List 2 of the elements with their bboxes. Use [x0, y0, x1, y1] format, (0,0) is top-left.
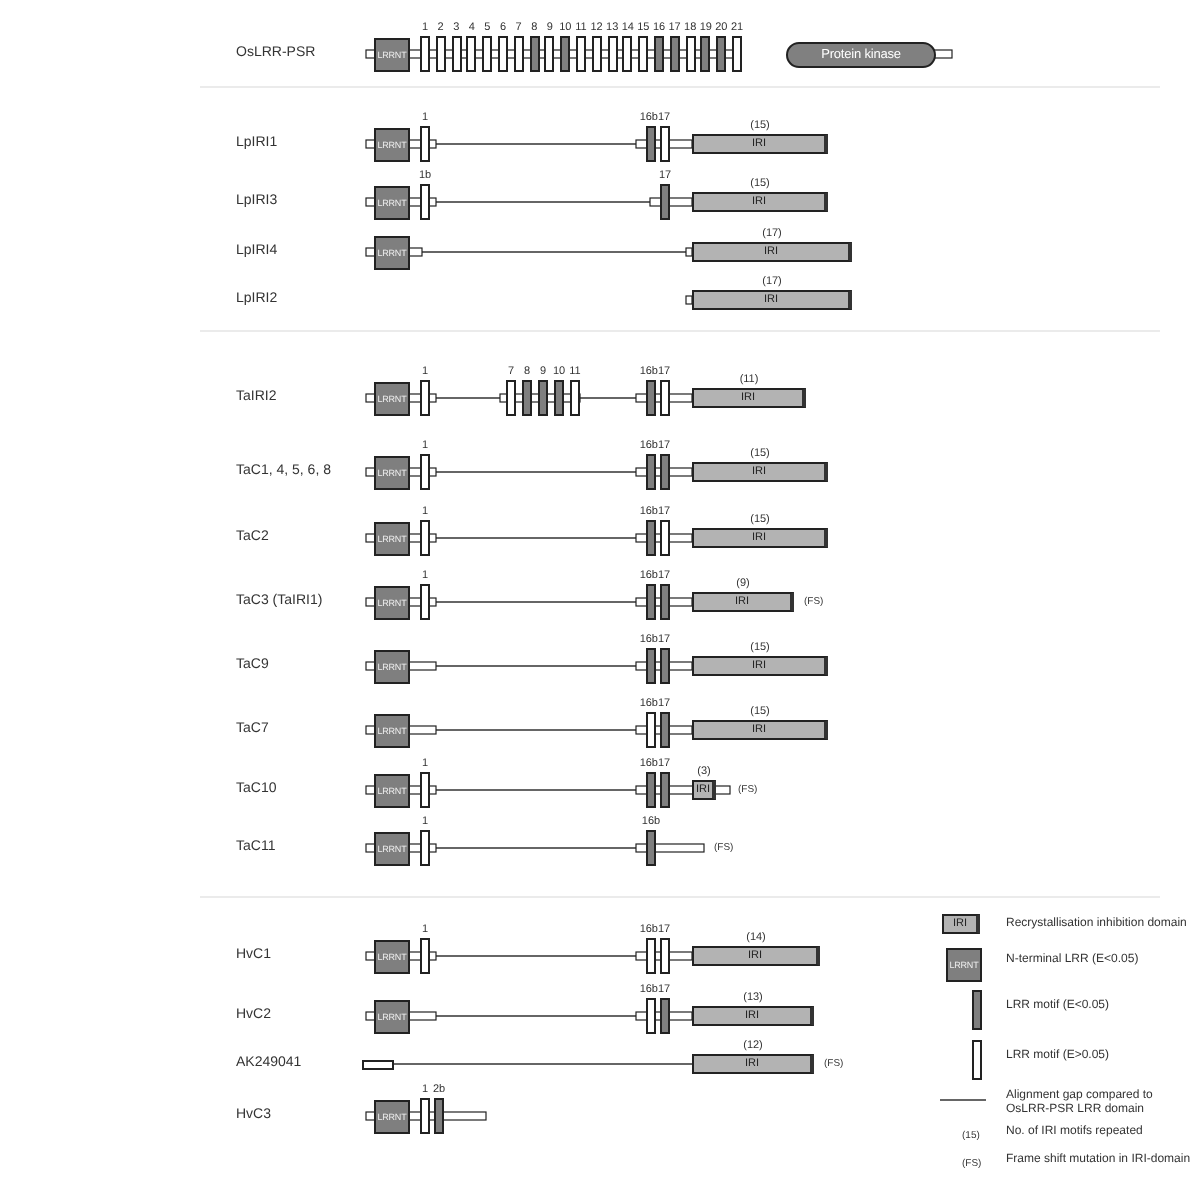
alignment-gap-line	[393, 1063, 693, 1065]
gene-fragment-bar	[362, 1059, 394, 1069]
